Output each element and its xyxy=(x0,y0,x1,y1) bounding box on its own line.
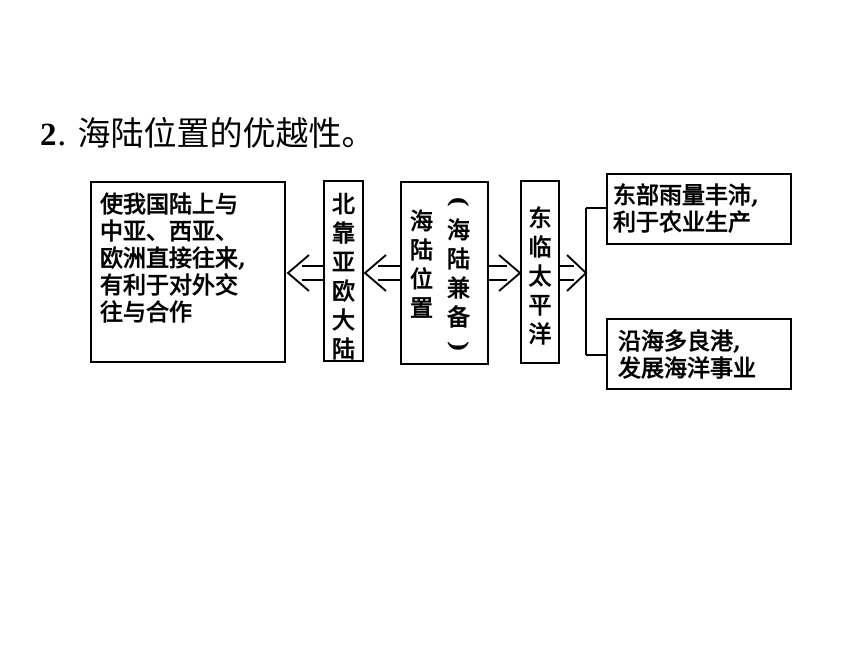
east-box-char: 东 xyxy=(528,205,552,232)
harbor-ocean-box: 沿海多良港, 发展海洋事业 xyxy=(606,318,792,390)
north-box-char: 大 xyxy=(332,307,355,334)
east-box-char: 平 xyxy=(528,292,552,319)
double-arrow-to-left-box xyxy=(286,254,323,292)
center-paren-char: 海 xyxy=(447,217,470,244)
heading-number: 2 xyxy=(40,117,57,153)
center-paren-char: 陆 xyxy=(447,246,470,273)
left-effect-line: 欧洲直接往来, xyxy=(100,245,247,272)
right-top-line: 利于农业生产 xyxy=(613,209,751,236)
left-effect-line: 往与合作 xyxy=(100,299,192,326)
right-bottom-line: 发展海洋事业 xyxy=(618,355,756,382)
double-arrow-to-north-box xyxy=(363,254,400,292)
east-box-char: 太 xyxy=(528,263,552,290)
center-main-column: 海 陆 位 置 xyxy=(410,207,433,323)
north-box-char: 靠 xyxy=(332,220,355,247)
section-heading: 2. 海陆位置的优越性。 xyxy=(40,112,374,157)
double-arrow-to-east-box xyxy=(489,254,522,292)
north-box-char: 欧 xyxy=(332,278,355,305)
center-paren-column: ( 海 陆 兼 备 ) xyxy=(445,187,472,361)
center-main-char: 陆 xyxy=(410,237,433,264)
rainfall-agriculture-box: 东部雨量丰沛, 利于农业生产 xyxy=(606,173,792,245)
left-effect-box: 使我国陆上与 中亚、西亚、 欧洲直接往来, 有利于对外交 往与合作 xyxy=(90,181,286,363)
east-box-char: 临 xyxy=(528,234,552,261)
right-bottom-line: 沿海多良港, xyxy=(618,328,742,355)
left-effect-line: 使我国陆上与 xyxy=(100,191,238,218)
left-effect-line: 有利于对外交 xyxy=(100,272,238,299)
north-box-char: 北 xyxy=(332,191,355,218)
left-effect-line: 中亚、西亚、 xyxy=(100,218,238,245)
double-arrow-to-bracket xyxy=(560,254,588,292)
east-box-char: 洋 xyxy=(528,321,552,348)
center-paren-char: 备 xyxy=(447,304,470,331)
bracket-connector xyxy=(585,207,606,356)
center-main-char: 位 xyxy=(410,266,433,293)
north-box-char: 亚 xyxy=(332,249,355,276)
center-main-char: 置 xyxy=(410,295,433,322)
center-main-char: 海 xyxy=(410,208,433,235)
north-asia-europe-box: 北 靠 亚 欧 大 陆 xyxy=(323,180,364,363)
center-paren-char: 兼 xyxy=(447,275,470,302)
north-box-char: 陆 xyxy=(332,336,355,363)
sea-land-position-box: 海 陆 位 置 ( 海 陆 兼 备 ) xyxy=(400,181,489,365)
right-top-line: 东部雨量丰沛, xyxy=(613,182,760,209)
heading-text: . 海陆位置的优越性。 xyxy=(56,114,375,153)
east-pacific-box: 东 临 太 平 洋 xyxy=(520,180,560,364)
